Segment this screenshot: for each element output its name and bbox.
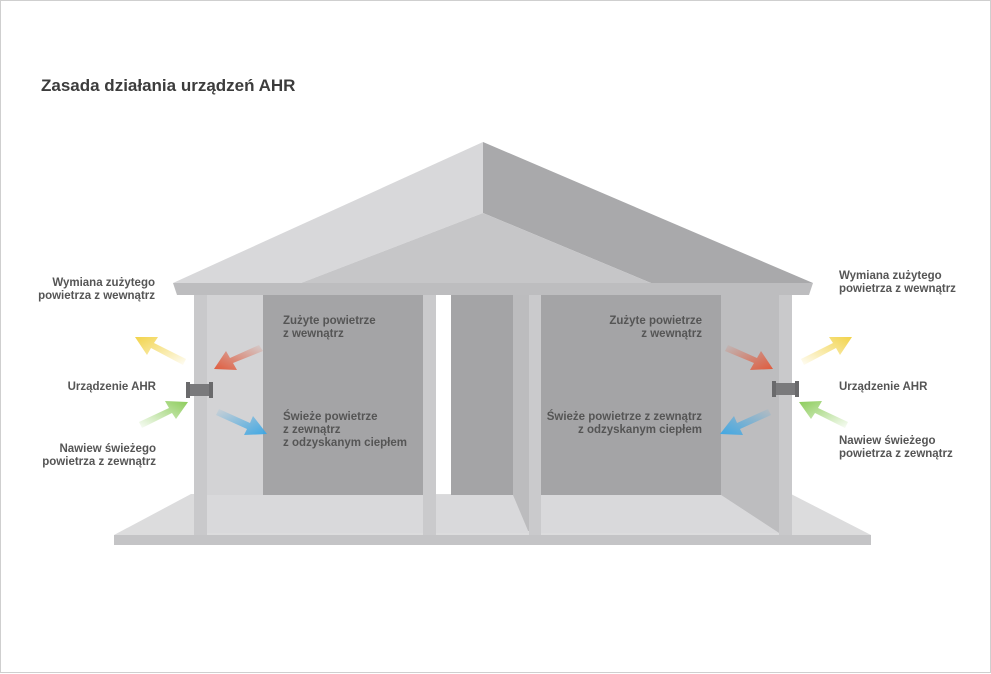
left-fresh-air-label: Świeże powietrze z zewnątrz z odzyskanym… (283, 411, 407, 449)
diagram-title: Zasada działania urządzeń AHR (41, 76, 296, 95)
right-room-floor (541, 495, 779, 533)
inner-wall-2 (529, 295, 541, 535)
arrow-exhaust-in-right (725, 345, 773, 370)
arrow-supply-in-left (139, 401, 188, 428)
right-supply-label: Nawiew świeżego powietrza z zewnątrz (839, 435, 953, 460)
left-room-back-wall (263, 295, 423, 495)
left-room-floor (207, 495, 423, 533)
right-device-label: Urządzenie AHR (839, 381, 928, 393)
arrow-supply-out-left (216, 409, 267, 435)
inner-wall-1 (423, 295, 436, 535)
middle-room-side-wall (513, 295, 529, 531)
left-device-label: Urządzenie AHR (67, 381, 156, 393)
right-room-back-wall (541, 295, 723, 495)
middle-room-floor (436, 495, 529, 533)
arrow-supply-out-right (720, 409, 771, 435)
roof-right-face (483, 142, 813, 283)
right-exchange-label: Wymiana zużytego powietrza z wewnątrz (839, 270, 956, 295)
roof-eave (173, 283, 813, 295)
roof-gable (301, 213, 651, 283)
arrow-exhaust-in-left (214, 345, 263, 370)
middle-room-back-wall (451, 295, 515, 495)
ahr-device-icon-right (772, 381, 799, 397)
right-outer-wall (779, 295, 792, 535)
floor-slab-front (114, 535, 871, 545)
left-used-air-label: Zużyte powietrze z wewnątrz (283, 315, 376, 340)
right-fresh-air-label: Świeże powietrze z zewnątrz z odzyskanym… (546, 411, 702, 436)
right-used-air-label: Zużyte powietrze z wewnątrz (609, 315, 702, 340)
left-supply-label: Nawiew świeżego powietrza z zewnątrz (42, 443, 156, 468)
roof-left-face (173, 142, 483, 283)
left-exchange-label: Wymiana zużytego powietrza z wewnątrz (38, 277, 155, 302)
left-room-side-wall (207, 295, 263, 495)
left-outer-wall (194, 295, 207, 535)
arrow-supply-in-right (799, 401, 848, 428)
arrow-exhaust-out-left (135, 337, 186, 365)
ahr-device-icon-left (186, 382, 213, 398)
arrow-exhaust-out-right (801, 337, 852, 365)
